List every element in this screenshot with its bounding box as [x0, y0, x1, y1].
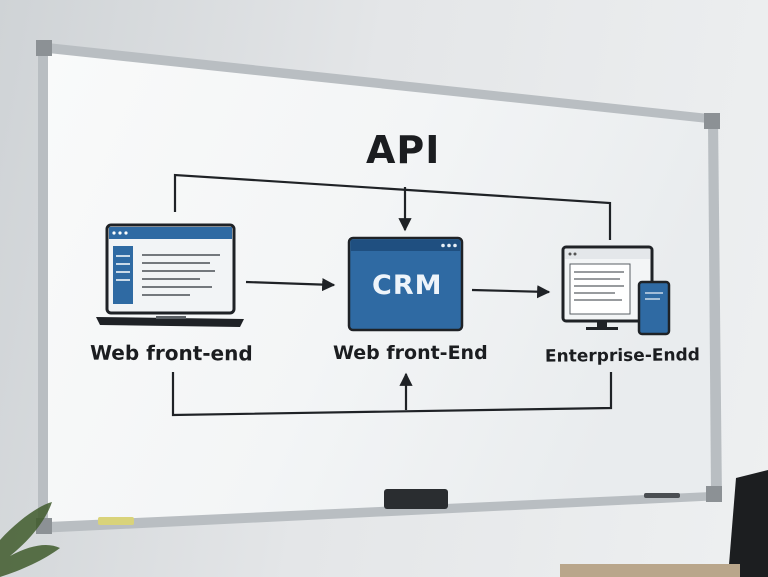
monitor-silhouette: [728, 470, 768, 577]
marker-dark: [644, 493, 680, 498]
desk-edge: [560, 564, 740, 577]
plant-leaves: [0, 502, 60, 577]
eraser: [384, 489, 448, 509]
connector-lines: [171, 173, 613, 417]
marker-yellow: [98, 517, 134, 525]
crm-label: CRM: [372, 270, 443, 301]
node-label-enterprise: Enterprise-Endd: [544, 345, 700, 367]
desktop-tablet-icon: [561, 245, 671, 336]
laptop-icon: [96, 223, 244, 327]
frame-corner: [36, 40, 52, 56]
frame-corner: [704, 113, 720, 129]
crm-window-icon: [347, 236, 464, 332]
node-label-web-front-end: Web front-end: [89, 340, 253, 366]
frame-corner: [706, 486, 722, 502]
node-label-crm: Web front-End: [333, 342, 488, 364]
whiteboard-title: API: [366, 128, 441, 172]
